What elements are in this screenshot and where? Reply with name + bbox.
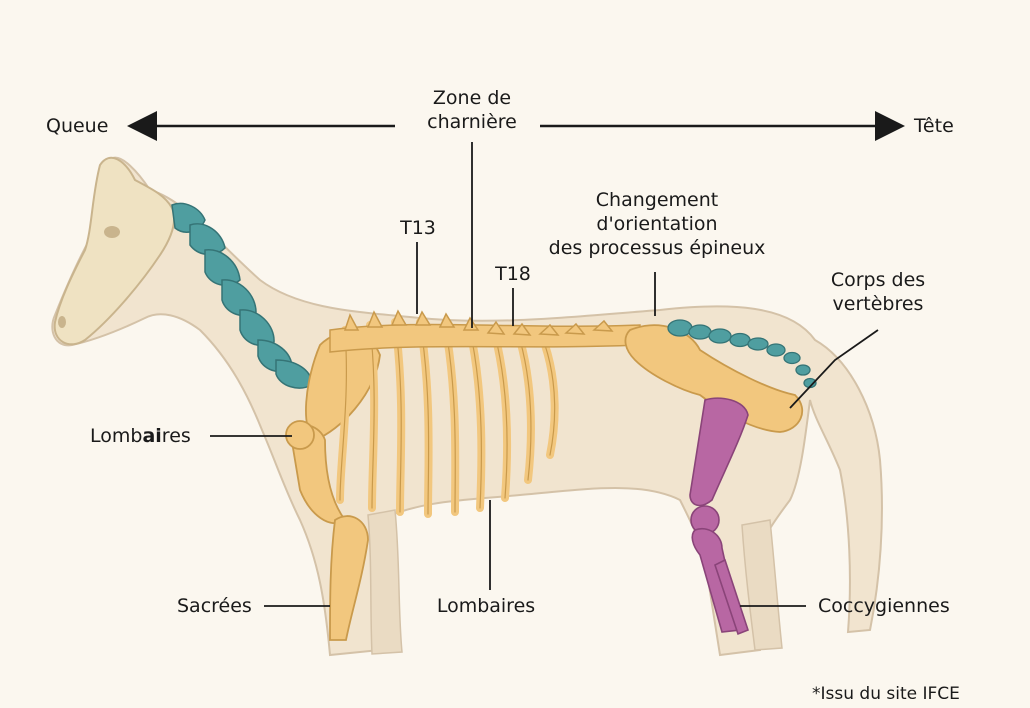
eye-socket [104,226,120,238]
far-foreleg [367,509,403,655]
lumbar-left-post: res [161,425,191,447]
hinge-zone-line2: charnière [427,111,517,133]
lumbar-bottom-label: Lombaires [436,595,536,617]
hinge-zone-label: Zone de charnière [427,86,517,134]
spinous-line2: d'orientation [596,213,718,235]
vertebral-bodies-line1: Corps des [830,269,926,291]
vertebral-bodies-line2: vertèbres [832,293,924,315]
spinous-line3: des processus épineux [548,237,766,259]
spinous-process-label: Changement d'orientation des processus é… [549,188,766,260]
skull [53,156,176,346]
nostril [58,316,66,328]
cervical-vertebrae [171,202,313,389]
far-hindleg [741,519,783,651]
lumbar-left-label: Lombaires [90,424,191,448]
rib-cage-outline [339,321,556,515]
hinge-zone-line1: Zone de [432,87,512,109]
tail-direction-label: Queue [46,115,109,137]
lumbar-left-bold: ai [142,425,162,447]
leader-lines [210,142,879,607]
t18-label: T18 [495,263,531,285]
source-footnote: *Issu du site IFCE [812,684,960,704]
spinous-line1: Changement [595,189,719,211]
coccygeal-label: Coccygiennes [818,595,950,617]
sacral-label: Sacrées [177,595,252,617]
pelvis [624,324,804,433]
spine [329,309,641,353]
tail-vertebrae [667,319,817,389]
vertebral-bodies-label: Corps des vertèbres [831,268,925,316]
lumbar-left-pre: Lomb [90,425,143,447]
t13-label: T13 [400,217,436,239]
hindleg-bones [689,397,749,636]
head-direction-label: Tête [914,115,954,137]
